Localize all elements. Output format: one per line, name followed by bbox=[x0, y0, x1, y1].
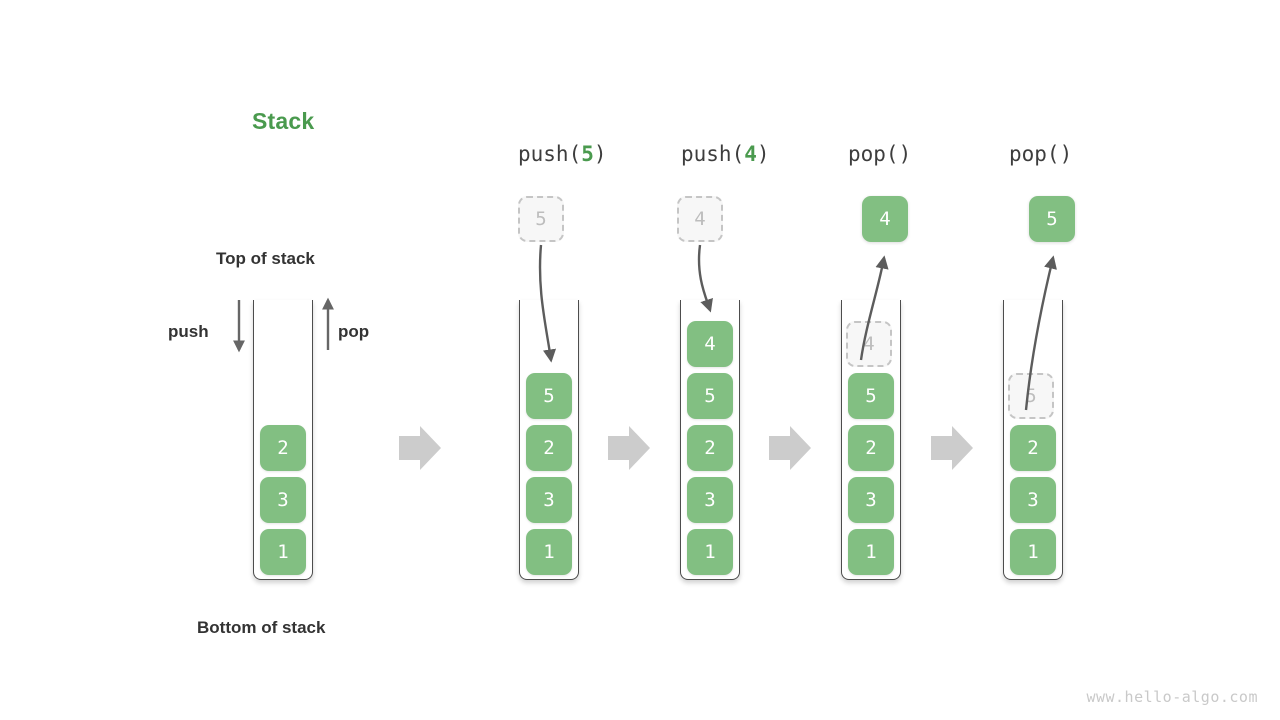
bottom-of-stack-label: Bottom of stack bbox=[197, 618, 326, 637]
stack-cell: 1 bbox=[260, 529, 306, 575]
operation-label-push-5: push(5) bbox=[518, 142, 607, 166]
stack-cell: 5 bbox=[526, 373, 572, 419]
stack-cell: 2 bbox=[260, 425, 306, 471]
stack-cell: 2 bbox=[848, 425, 894, 471]
vacated-ghost-cell: 4 bbox=[846, 321, 892, 367]
stack-cell: 1 bbox=[1010, 529, 1056, 575]
op-prefix: pop( bbox=[1009, 142, 1060, 166]
op-suffix: ) bbox=[898, 142, 912, 166]
stack-cell: 3 bbox=[848, 477, 894, 523]
stack-cell: 3 bbox=[526, 477, 572, 523]
stack-cell: 1 bbox=[687, 529, 733, 575]
op-prefix: push( bbox=[681, 142, 745, 166]
stack-cell: 2 bbox=[1010, 425, 1056, 471]
op-suffix: ) bbox=[593, 142, 607, 166]
pop-label: pop bbox=[338, 322, 370, 341]
stack-cell: 3 bbox=[260, 477, 306, 523]
op-suffix: ) bbox=[1059, 142, 1073, 166]
stack-cell: 1 bbox=[848, 529, 894, 575]
push-label: push bbox=[168, 322, 209, 341]
transition-arrow-icon bbox=[931, 426, 973, 470]
stack-cell: 1 bbox=[526, 529, 572, 575]
popped-element-cell: 4 bbox=[862, 196, 908, 242]
stack-cell: 3 bbox=[1010, 477, 1056, 523]
stack-cell: 4 bbox=[687, 321, 733, 367]
vacated-ghost-cell: 5 bbox=[1008, 373, 1054, 419]
stack-cell: 2 bbox=[687, 425, 733, 471]
stack-cell: 5 bbox=[687, 373, 733, 419]
operation-label-pop-2: pop() bbox=[1009, 142, 1072, 166]
op-prefix: push( bbox=[518, 142, 582, 166]
operation-label-push-4: push(4) bbox=[681, 142, 770, 166]
operation-label-pop-1: pop() bbox=[848, 142, 911, 166]
incoming-ghost-cell: 5 bbox=[518, 196, 564, 242]
transition-arrow-icon bbox=[608, 426, 650, 470]
stack-cell: 3 bbox=[687, 477, 733, 523]
page-title: Stack bbox=[252, 108, 315, 134]
watermark: www.hello-algo.com bbox=[1086, 688, 1258, 706]
stack-cell: 5 bbox=[848, 373, 894, 419]
top-of-stack-label: Top of stack bbox=[216, 249, 315, 268]
op-suffix: ) bbox=[756, 142, 770, 166]
op-arg: 4 bbox=[744, 142, 757, 166]
op-prefix: pop( bbox=[848, 142, 899, 166]
incoming-ghost-cell: 4 bbox=[677, 196, 723, 242]
op-arg: 5 bbox=[581, 142, 594, 166]
stack-cell: 2 bbox=[526, 425, 572, 471]
transition-arrow-icon bbox=[399, 426, 441, 470]
popped-element-cell: 5 bbox=[1029, 196, 1075, 242]
transition-arrow-icon bbox=[769, 426, 811, 470]
